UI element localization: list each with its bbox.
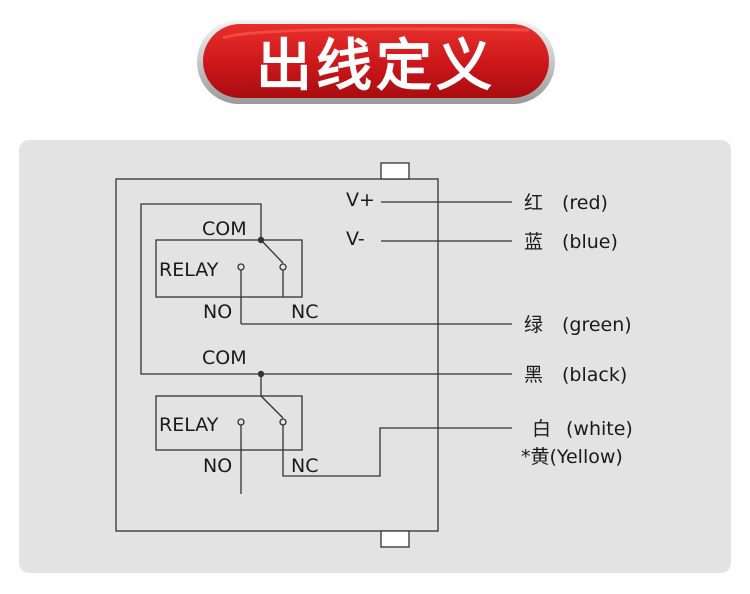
bottom-tab <box>380 530 410 548</box>
wire-black-en: (black) <box>562 364 627 386</box>
top-relay-box <box>155 239 303 298</box>
wire-black-cn: 黑 <box>524 364 543 386</box>
bottom-relay-label: RELAY <box>159 414 219 436</box>
com-loop-wire <box>140 203 438 375</box>
vminus-label: V- <box>346 228 365 250</box>
bottom-relay-box <box>155 395 303 451</box>
wire-blue-cn: 蓝 <box>524 231 543 253</box>
wire-red-en: (red) <box>562 192 608 214</box>
bottom-nc-label: NC <box>291 455 318 477</box>
vplus-label: V+ <box>346 189 375 211</box>
top-tab <box>380 162 410 180</box>
wire-green-en: (green) <box>562 314 632 336</box>
top-relay-label: RELAY <box>159 259 219 281</box>
title-banner <box>197 20 555 104</box>
top-com-label: COM <box>202 218 247 240</box>
enclosure-box <box>115 178 439 532</box>
bottom-no-label: NO <box>203 455 232 477</box>
page-title: 出线定义 <box>256 33 496 99</box>
wire-green-cn: 绿 <box>524 314 543 336</box>
wire-white-cn: 白 <box>532 418 551 440</box>
wire-blue-en: (blue) <box>562 231 618 253</box>
wire-yellow-note: *黄(Yellow) <box>521 446 623 468</box>
wire-white-en: (white) <box>566 418 633 440</box>
wire-red-cn: 红 <box>524 192 543 214</box>
top-nc-label: NC <box>291 301 318 323</box>
top-relay-switch <box>260 239 284 264</box>
top-no-label: NO <box>203 301 232 323</box>
bottom-relay-switch <box>260 395 284 419</box>
white-wire <box>282 425 512 477</box>
bottom-com-label: COM <box>202 347 247 369</box>
